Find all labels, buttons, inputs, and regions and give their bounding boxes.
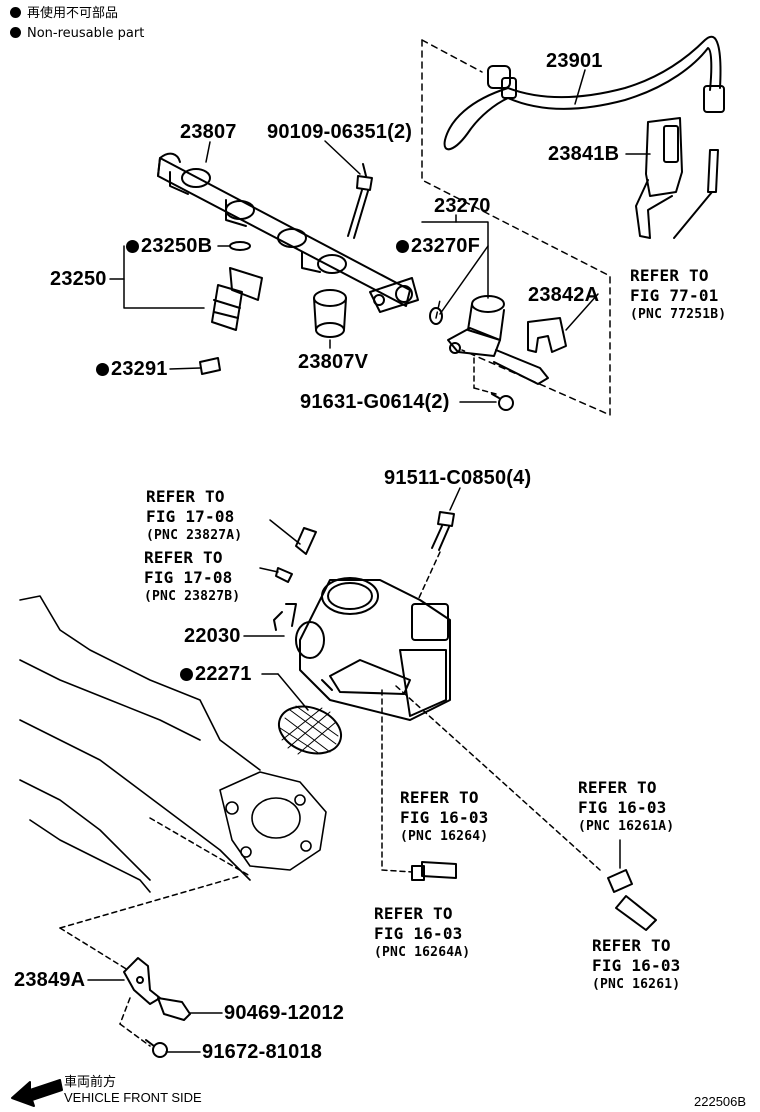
- fuel-injector: [199, 241, 263, 375]
- ref-pnc: (PNC 16261): [592, 977, 681, 992]
- ref-line-1: REFER TO: [146, 487, 225, 506]
- ref-line-2: FIG 17-08: [146, 507, 235, 526]
- part-label-23901[interactable]: 23901: [546, 50, 603, 72]
- ref-line-1: REFER TO: [374, 904, 453, 923]
- ref-line-1: REFER TO: [630, 266, 709, 285]
- ref-line-2: FIG 16-03: [592, 956, 681, 975]
- non-reusable-dot-icon: [96, 363, 109, 376]
- pressure-regulator: [429, 295, 549, 385]
- legend-non-reusable-en: Non-reusable part: [10, 26, 144, 42]
- fuel-delivery-pipe: [157, 152, 419, 313]
- ref-line-2: FIG 17-08: [144, 568, 233, 587]
- dashed-boundary: [421, 39, 611, 416]
- part-label-91672[interactable]: 91672-81018: [202, 1041, 323, 1063]
- ref-pnc: (PNC 16261A): [578, 819, 675, 834]
- non-reusable-dot-icon: [126, 240, 139, 253]
- legend-jp-text: 再使用不可部品: [27, 6, 119, 21]
- ref-pnc: (PNC 16264A): [374, 945, 471, 960]
- part-label-23291[interactable]: 23291: [96, 359, 168, 379]
- connector-23841b: [635, 117, 719, 239]
- legend-en-text: Non-reusable part: [27, 26, 145, 41]
- part-label-23270f-text: 23270F: [411, 235, 481, 257]
- non-reusable-dot-icon: [10, 7, 21, 18]
- part-label-23270[interactable]: 23270: [434, 195, 491, 217]
- non-reusable-dot-icon: [396, 240, 409, 253]
- dashed-leaders-lower: [59, 551, 601, 1047]
- part-label-23842a[interactable]: 23842A: [528, 284, 600, 306]
- ref-pnc: (PNC 23827B): [144, 589, 241, 604]
- vehicle-front-jp: 車両前方: [64, 1074, 117, 1089]
- illustration-id: 222506B: [694, 1094, 747, 1109]
- vsv-hoses: [275, 527, 657, 931]
- fuel-hose-23901: [443, 35, 725, 151]
- part-label-23291-text: 23291: [111, 358, 168, 380]
- refer-fig-16-03-16261a[interactable]: REFER TO FIG 16-03 (PNC 16261A): [578, 778, 674, 836]
- refer-fig-77-01[interactable]: REFER TO FIG 77-01 (PNC 77251B): [630, 266, 726, 324]
- part-label-23270f[interactable]: 23270F: [396, 236, 480, 256]
- part-label-90469[interactable]: 90469-12012: [224, 1002, 345, 1024]
- part-label-23849a[interactable]: 23849A: [14, 969, 86, 991]
- part-label-23250[interactable]: 23250: [50, 268, 107, 290]
- part-label-23250b-text: 23250B: [141, 235, 213, 257]
- clamp-23842a: [527, 317, 567, 353]
- refer-fig-17-08-a[interactable]: REFER TO FIG 17-08 (PNC 23827A): [146, 487, 242, 545]
- bolt-90109: [347, 163, 373, 239]
- front-direction-arrow-icon: [11, 1079, 63, 1107]
- part-label-90109[interactable]: 90109-06351(2): [267, 121, 413, 143]
- dashed-leaders-upper: [473, 357, 497, 395]
- throttle-gasket: [278, 705, 342, 755]
- insulator-23807v: [313, 289, 347, 338]
- part-label-22030[interactable]: 22030: [184, 625, 241, 647]
- part-label-22271[interactable]: 22271: [180, 664, 252, 684]
- ref-pnc: (PNC 77251B): [630, 307, 727, 322]
- ref-line-2: FIG 77-01: [630, 286, 719, 305]
- part-label-23807[interactable]: 23807: [180, 121, 237, 143]
- legend-non-reusable-jp: 再使用不可部品: [10, 6, 118, 22]
- bolt-91672: [145, 1039, 168, 1058]
- ref-line-2: FIG 16-03: [374, 924, 463, 943]
- ref-pnc: (PNC 23827A): [146, 528, 243, 543]
- ref-line-1: REFER TO: [400, 788, 479, 807]
- leader-lines-upper: [109, 69, 651, 403]
- ref-line-1: REFER TO: [578, 778, 657, 797]
- ref-line-2: FIG 16-03: [578, 798, 667, 817]
- non-reusable-dot-icon: [180, 668, 193, 681]
- part-label-91511[interactable]: 91511-C0850(4): [384, 467, 532, 489]
- part-label-23250b[interactable]: 23250B: [126, 236, 212, 256]
- ref-pnc: (PNC 16264): [400, 829, 489, 844]
- bolt-91511: [431, 511, 455, 551]
- refer-fig-16-03-16264a[interactable]: REFER TO FIG 16-03 (PNC 16264A): [374, 904, 470, 962]
- vehicle-front-en: VEHICLE FRONT SIDE: [64, 1090, 202, 1105]
- bracket-23849a: [123, 957, 161, 1005]
- ref-line-2: FIG 16-03: [400, 808, 489, 827]
- part-label-22271-text: 22271: [195, 663, 252, 685]
- ref-line-1: REFER TO: [592, 936, 671, 955]
- part-label-91631[interactable]: 91631-G0614(2): [300, 391, 450, 413]
- refer-fig-17-08-b[interactable]: REFER TO FIG 17-08 (PNC 23827B): [144, 548, 240, 606]
- intake-manifold: [19, 595, 327, 893]
- leader-lines-lower: [87, 487, 621, 1053]
- refer-fig-16-03-16261[interactable]: REFER TO FIG 16-03 (PNC 16261): [592, 936, 681, 994]
- refer-fig-16-03-16264[interactable]: REFER TO FIG 16-03 (PNC 16264): [400, 788, 489, 846]
- part-label-23807v[interactable]: 23807V: [298, 351, 369, 373]
- part-label-23841b[interactable]: 23841B: [548, 143, 620, 165]
- vacuum-sensor: [157, 997, 191, 1021]
- throttle-body: [273, 577, 451, 721]
- ref-line-1: REFER TO: [144, 548, 223, 567]
- bolt-91631: [491, 393, 514, 411]
- non-reusable-dot-icon: [10, 27, 21, 38]
